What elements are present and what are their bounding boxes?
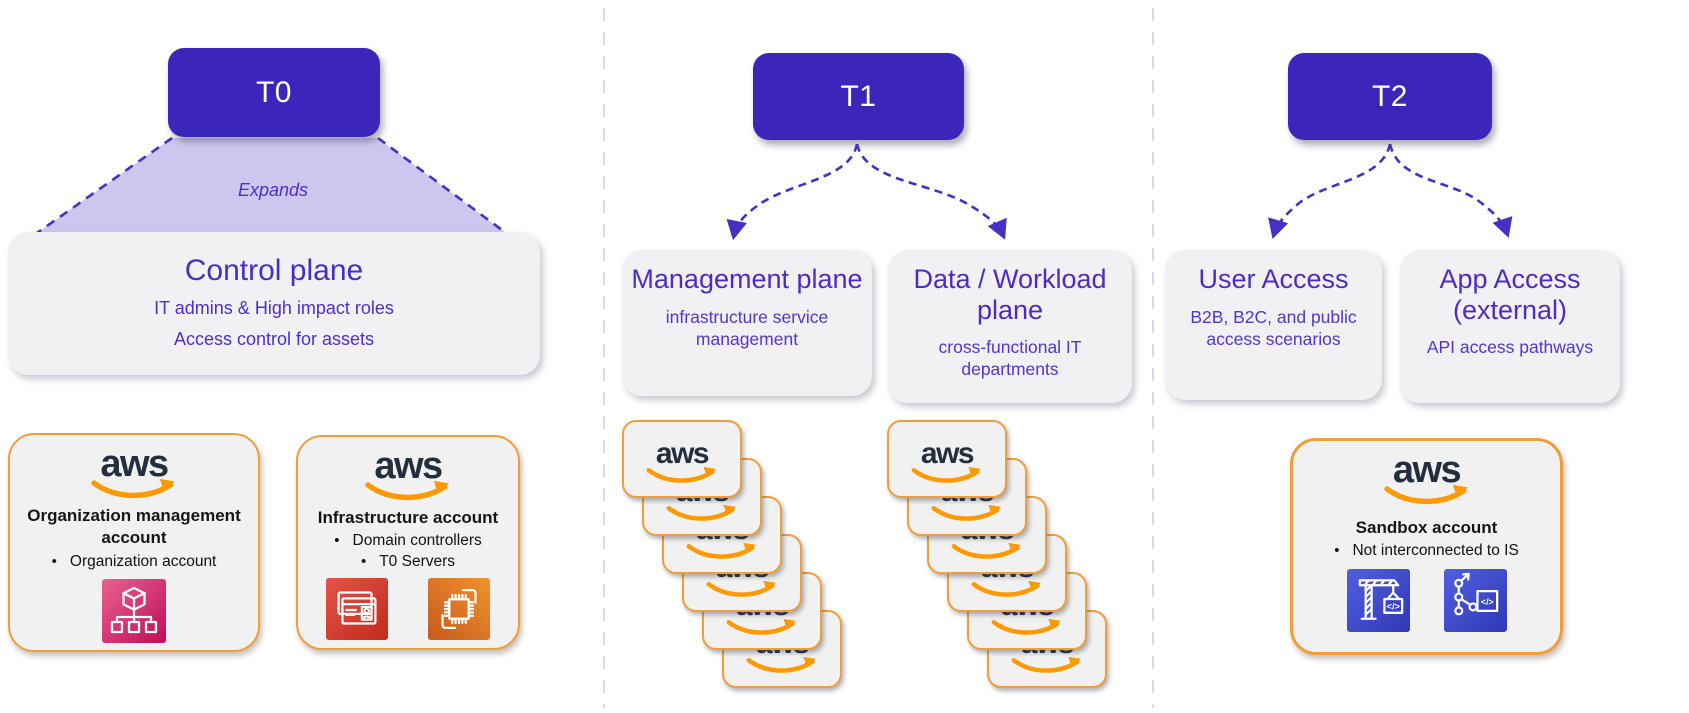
sandbox-account-card: aws Sandbox account • Not interconnected… [1290, 438, 1563, 655]
management-plane-title: Management plane [631, 264, 863, 294]
aws-account-stack-card: aws [887, 420, 1007, 498]
tier-t0-label: T0 [255, 75, 292, 109]
user-access-subtitle: B2B, B2C, and public access scenarios [1190, 306, 1357, 349]
code-glyph: </> [1480, 597, 1493, 607]
app-access-card: App Access (external) API access pathway… [1400, 250, 1620, 403]
expands-label: Expands [237, 180, 309, 200]
aws-logo-text: aws [655, 437, 710, 470]
aws-smile-swoosh-icon [1383, 484, 1468, 505]
workload-account-stack: aws aws aws aws [887, 420, 1112, 690]
directory-service-icon [326, 578, 388, 641]
column-separator-2 [1152, 8, 1154, 708]
management-plane-subtitle: infrastructure service management [665, 306, 829, 349]
aws-logo: aws [88, 445, 180, 503]
aws-logo: aws [909, 422, 985, 487]
data-workload-plane-subtitle: cross-functional IT departments [938, 337, 1082, 380]
tier-t1-box: T1 [753, 53, 964, 140]
bullet-dot: • [1334, 542, 1340, 560]
organization-management-account-card: aws Organization management account • Or… [8, 433, 260, 652]
bullet-dot: • [334, 532, 340, 550]
aws-smile-swoosh-icon [931, 504, 1001, 521]
aws-smile-swoosh-icon [365, 480, 449, 501]
account-bullet: • Domain controllers [334, 532, 481, 550]
infrastructure-account-card: aws Infrastructure account • Domain cont… [296, 435, 520, 650]
aws-smile-swoosh-icon [951, 542, 1021, 559]
aws-logo: aws [644, 422, 720, 487]
account-bullet: • T0 Servers [361, 553, 455, 571]
user-access-card: User Access B2B, B2C, and public access … [1165, 250, 1382, 400]
git-branch-code-icon: </> [1443, 569, 1507, 633]
aws-logo: aws [1381, 451, 1473, 509]
management-plane-card: Management plane infrastructure service … [622, 250, 872, 396]
code-glyph: </> [1386, 601, 1400, 611]
aws-smile-swoosh-icon [686, 542, 756, 559]
crane-code-icon: </> [1346, 569, 1410, 633]
tier-t0-box: T0 [168, 48, 380, 137]
aws-logo-text: aws [100, 443, 169, 485]
aws-logo-text: aws [920, 437, 975, 470]
aws-smile-swoosh-icon [1011, 656, 1081, 673]
expands-trapezoid [36, 136, 507, 235]
t2-branch-arrows [1268, 143, 1513, 239]
bullet-dot: • [51, 552, 57, 570]
bullet-text: Not interconnected to IS [1352, 542, 1519, 560]
control-plane-card: Control plane IT admins & High impact ro… [8, 232, 540, 375]
aws-smile-swoosh-icon [706, 580, 776, 597]
account-title: Infrastructure account [317, 508, 499, 527]
aws-smile-swoosh-icon [971, 580, 1041, 597]
aws-logo-text: aws [1392, 449, 1462, 491]
account-bullet: • Organization account [52, 553, 217, 571]
aws-smile-swoosh-icon [911, 466, 981, 483]
aws-logo: aws [362, 447, 454, 505]
column-separator-1 [603, 8, 605, 708]
control-plane-line-1: IT admins & High impact roles [154, 297, 394, 318]
aws-smile-swoosh-icon [666, 504, 736, 521]
aws-smile-swoosh-icon [646, 466, 716, 483]
bullet-text: Domain controllers [352, 532, 482, 550]
data-workload-plane-card: Data / Workload plane cross-functional I… [888, 250, 1132, 403]
tier-t2-box: T2 [1288, 53, 1492, 140]
bullet-text: Organization account [69, 552, 217, 570]
aws-smile-swoosh-icon [91, 478, 175, 499]
aws-logo-text: aws [374, 445, 443, 487]
ec2-compute-icon [428, 578, 490, 641]
user-access-title: User Access [1198, 264, 1349, 294]
bullet-dot: • [360, 553, 367, 571]
control-plane-title: Control plane [184, 254, 364, 287]
management-account-stack: aws aws aws aws [622, 420, 847, 690]
t1-branch-arrows [726, 143, 1007, 241]
aws-smile-swoosh-icon [746, 656, 816, 673]
app-access-title: App Access (external) [1439, 264, 1581, 325]
data-workload-plane-title: Data / Workload plane [913, 264, 1107, 325]
account-title: Organization management account [27, 506, 241, 548]
account-title: Sandbox account [1355, 518, 1498, 537]
tier-t2-label: T2 [1371, 79, 1408, 113]
tier-t1-label: T1 [840, 79, 877, 113]
aws-account-stack-card: aws [622, 420, 742, 498]
account-bullet: • Not interconnected to IS [1334, 542, 1519, 560]
aws-smile-swoosh-icon [726, 618, 796, 635]
aws-organizations-icon [102, 578, 166, 643]
aws-smile-swoosh-icon [991, 618, 1061, 635]
control-plane-line-2: Access control for assets [173, 328, 375, 349]
bullet-text: T0 Servers [379, 553, 456, 571]
app-access-subtitle: API access pathways [1426, 337, 1594, 357]
